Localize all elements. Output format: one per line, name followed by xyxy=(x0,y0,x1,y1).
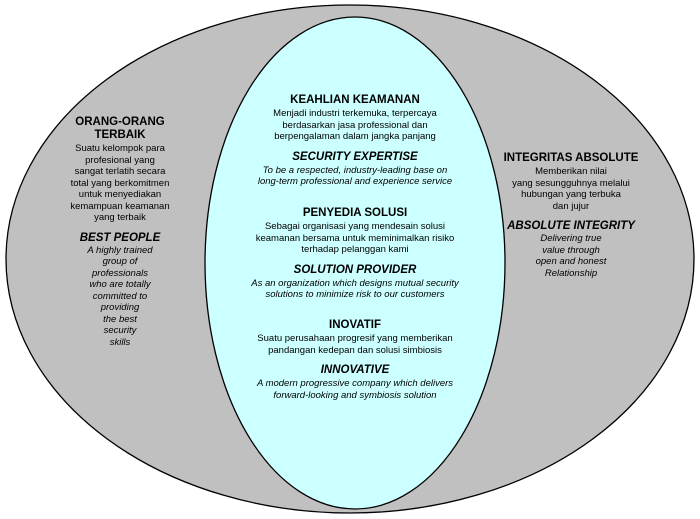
line: kemampuan keamanan xyxy=(70,200,170,212)
innovative-block: INOVATIF Suatu perusahaan progresif yang… xyxy=(225,319,485,401)
line: Delivering true xyxy=(540,233,602,244)
line: yang terbaik xyxy=(94,212,146,223)
line: Menjadi industri terkemuka, terpercaya xyxy=(273,108,437,119)
line: hubungan yang terbuka xyxy=(521,189,621,200)
line: berdasarkan jasa professional dan xyxy=(282,119,428,131)
absolute-integrity-heading-en: ABSOLUTE INTEGRITY xyxy=(507,220,635,232)
line: yang sesungguhnya melalui xyxy=(512,177,630,189)
line: security xyxy=(103,325,137,336)
line: Memberikan nilai xyxy=(535,166,607,177)
line: terhadap pelanggan kami xyxy=(301,244,409,255)
line: untuk menyediakan xyxy=(78,189,162,200)
line: forward-looking and symbiosis solution xyxy=(273,389,437,401)
security-expertise-heading-en: SECURITY EXPERTISE xyxy=(292,150,418,163)
line: To be a respected, industry-leading base… xyxy=(262,164,448,176)
line: Suatu kelompok para xyxy=(75,143,165,154)
solution-provider-heading-en: SOLUTION PROVIDER xyxy=(293,263,417,276)
innovative-heading-id: INOVATIF xyxy=(329,319,381,331)
best-people-heading-id: ORANG-ORANG TERBAIK xyxy=(75,116,165,141)
line: berpengalaman dalam jangka panjang xyxy=(274,131,436,142)
line: Sebagai organisasi yang mendesain solusi xyxy=(264,221,446,232)
line: A modern progressive company which deliv… xyxy=(256,378,454,389)
best-people-heading-en: BEST PEOPLE xyxy=(79,231,161,244)
line: dan jujur xyxy=(552,200,590,212)
line: keamanan bersama untuk meminimalkan risi… xyxy=(255,232,455,244)
line: group of xyxy=(102,256,138,267)
innovative-heading-en: INNOVATIVE xyxy=(320,364,390,376)
line: committed to xyxy=(92,290,148,302)
solution-provider-block: PENYEDIA SOLUSI Sebagai organisasi yang … xyxy=(225,207,485,301)
line: value through xyxy=(542,244,600,256)
line: Relationship xyxy=(544,267,598,279)
line: the best xyxy=(103,313,137,325)
line: providing xyxy=(100,302,140,313)
line: profesional yang xyxy=(85,154,155,166)
line: pandangan kedepan dan solusi simbiosis xyxy=(268,344,442,356)
line: As an organization which designs mutual … xyxy=(251,277,459,289)
line: A highly trained xyxy=(87,244,153,256)
line: open and honest xyxy=(535,256,607,267)
line: skills xyxy=(109,336,131,348)
absolute-integrity-block: INTEGRITAS ABSOLUTE Memberikan nilai yan… xyxy=(490,152,652,279)
security-expertise-block: KEAHLIAN KEAMANAN Menjadi industri terke… xyxy=(225,94,485,188)
line: total yang berkomitmen xyxy=(70,177,170,189)
line: professionals xyxy=(92,267,148,279)
line: who are totally xyxy=(89,279,151,290)
inner-ellipse xyxy=(204,16,506,510)
security-expertise-heading-id: KEAHLIAN KEAMANAN xyxy=(290,94,420,106)
line: Suatu perusahaan progresif yang memberik… xyxy=(257,333,453,344)
best-people-block: ORANG-ORANG TERBAIK Suatu kelompok para … xyxy=(55,116,185,348)
line: long-term professional and experience se… xyxy=(257,176,453,187)
line: solutions to minimize risk to our custom… xyxy=(265,289,445,300)
line: sangat terlatih secara xyxy=(74,166,166,177)
solution-provider-heading-id: PENYEDIA SOLUSI xyxy=(302,207,408,219)
absolute-integrity-heading-id: INTEGRITAS ABSOLUTE xyxy=(503,152,639,164)
